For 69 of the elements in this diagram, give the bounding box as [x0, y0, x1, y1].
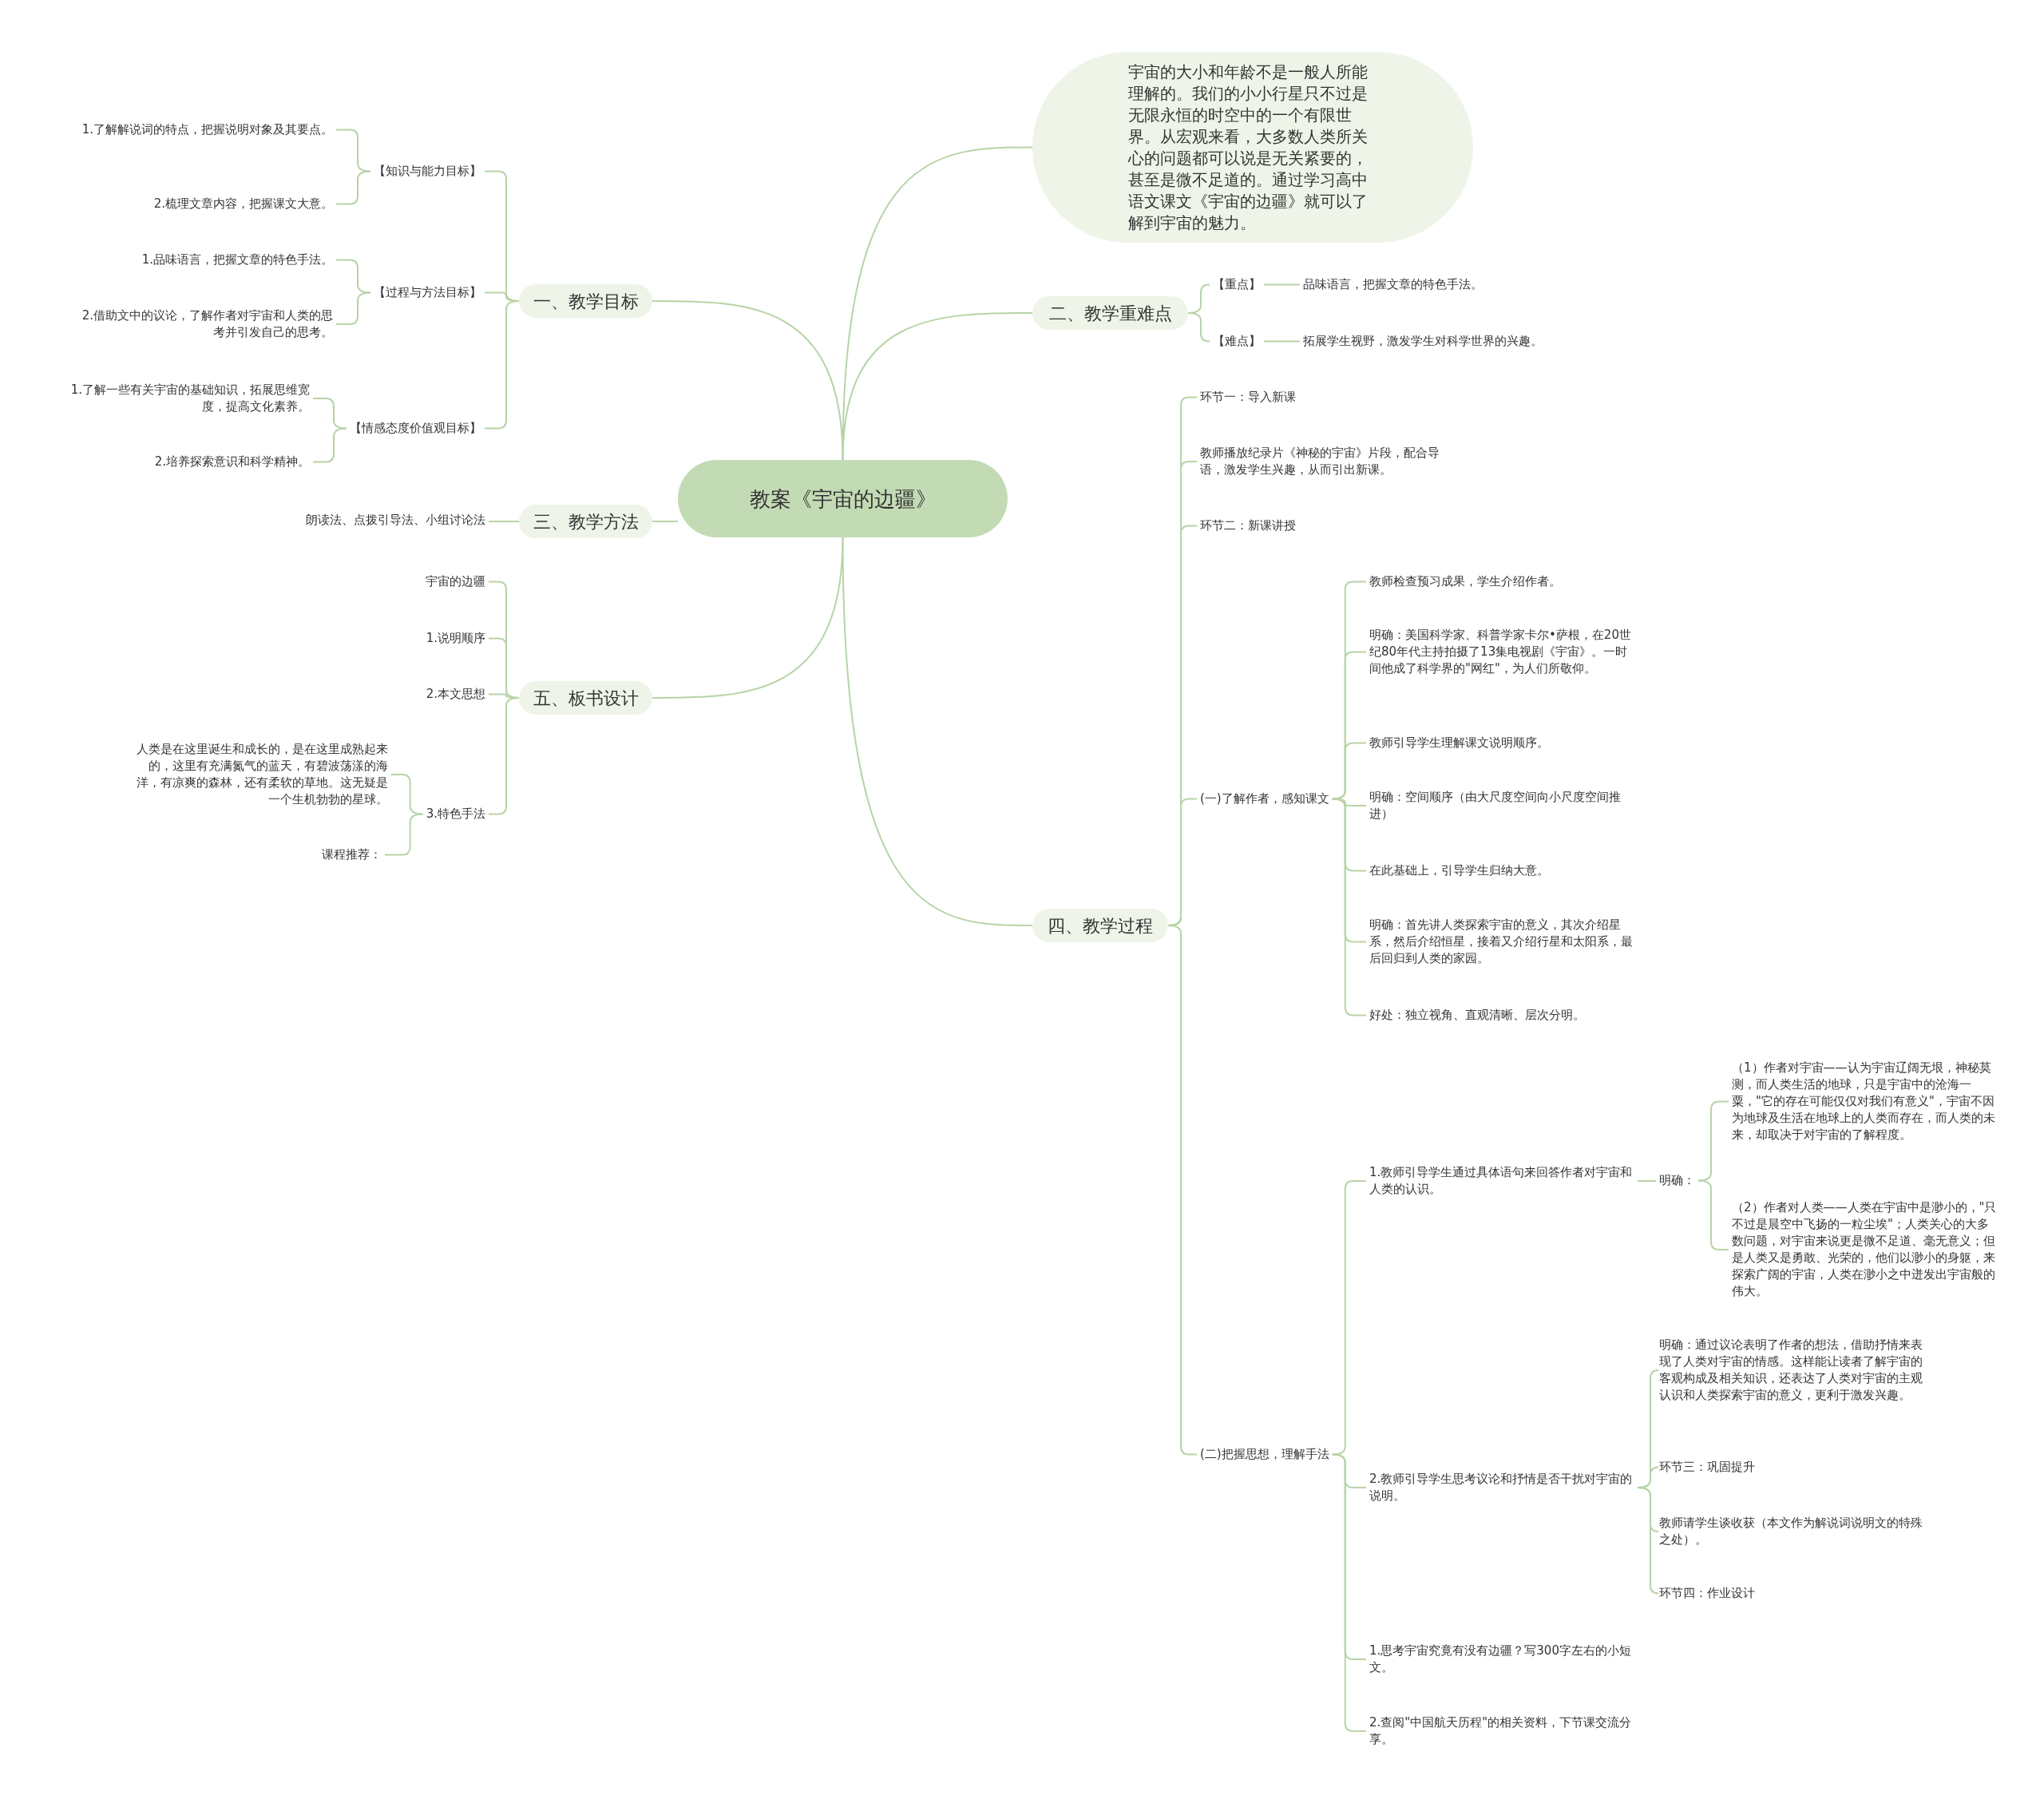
node-text: 品味语言，把握文章的特色手法。 — [1300, 276, 1486, 293]
node-text: 2.借助文中的议论，了解作者对宇宙和人类的思考并引发自己的思考。 — [73, 307, 336, 341]
connector-line — [312, 427, 347, 463]
connector-line — [842, 312, 1033, 461]
node-text: （2）作者对人类——人类在宇宙中是渺小的，"只不过是晨空中飞扬的一粒尘埃"；人类关心的大多数问题，对宇宙来说更是微不足道、毫无意义；但是人类又是勇敢、光荣的，他们以渺小的身躯，来探索广阔的宇宙，人类在渺小之中迸发出宇宙般的伟大。 — [1729, 1199, 2000, 1300]
connector-line — [842, 537, 1033, 926]
node-text: 1.了解一些有关宇宙的基础知识，拓展思维宽度，提高文化素养。 — [50, 382, 313, 415]
connector-line — [842, 146, 1033, 461]
node-text: 明确： — [1656, 1172, 1698, 1189]
connector-line — [384, 813, 424, 856]
node-text: 环节一：导入新课 — [1197, 389, 1299, 406]
connector-line — [312, 398, 347, 430]
node-text: 3.特色手法 — [422, 806, 489, 822]
connector-line — [1263, 283, 1301, 286]
node-text: 环节四：作业设计 — [1656, 1585, 1758, 1602]
node-text: 2.教师引导学生思考议论和抒情是否干扰对宇宙的说明。 — [1366, 1471, 1638, 1504]
node-text: 课程推荐： — [319, 846, 385, 863]
connector-line — [335, 291, 371, 325]
connector-line — [1263, 340, 1301, 343]
connector-line — [335, 170, 371, 205]
node-text: 【过程与方法目标】 — [370, 284, 485, 301]
node-text: 2.本文思想 — [422, 686, 489, 703]
topic-pill: 四、教学过程 — [1032, 909, 1168, 942]
node-text: 1.品味语言，把握文章的特色手法。 — [138, 252, 336, 268]
topic-pill: 五、板书设计 — [519, 681, 652, 715]
node-text: 1.了解解说词的特点，把握说明对象及其要点。 — [78, 121, 336, 138]
connector-line — [1187, 312, 1210, 343]
node-text: 在此基础上，引导学生归纳大意。 — [1366, 862, 1552, 879]
node-text: 人类是在这里诞生和成长的，是在这里成熟起来的，这里有充满氮气的蓝天，有碧波荡漾的海洋，有凉爽的森林，还有柔软的草地。这无疑是一个生机勃勃的星球。 — [128, 741, 391, 808]
node-text: 拓展学生视野，激发学生对科学世界的兴趣。 — [1300, 333, 1546, 350]
node-text: 教师引导学生理解课文说明顺序。 — [1366, 735, 1552, 751]
node-text: 1.思考宇宙究竟有没有边疆？写300字左右的小短文。 — [1366, 1643, 1638, 1676]
topic-pill: 二、教学重难点 — [1032, 296, 1188, 330]
node-text: 1.说明顺序 — [422, 630, 489, 647]
node-text: (二)把握思想，理解手法 — [1197, 1446, 1333, 1463]
connector-line — [1637, 1487, 1659, 1595]
node-text: 教师播放纪录片《神秘的宇宙》片段，配合导语，激发学生兴趣，从而引出新课。 — [1197, 445, 1460, 478]
node-text: 明确：通过议论表明了作者的想法，借助抒情来表现了人类对宇宙的情感。这样能让读者了解宇宙的客观构成及相关知识，还表达了人类对宇宙的主观认识和人类探索宇宙的意义，更利于激发兴趣。 — [1656, 1337, 1927, 1404]
node-text: 明确：首先讲人类探索宇宙的意义，其次介绍星系，然后介绍恒星，接着又介绍行星和太阳系，最后回归到人类的家园。 — [1366, 917, 1638, 967]
node-text: 环节二：新课讲授 — [1197, 517, 1299, 534]
node-text: 教师请学生谈收获（本文作为解说词说明文的特殊之处）。 — [1656, 1515, 1927, 1548]
connector-line — [652, 521, 679, 522]
node-text: 【重点】 — [1210, 276, 1264, 293]
connector-line — [1331, 742, 1367, 800]
node-text: 朗读法、点拨引导法、小组讨论法 — [303, 512, 489, 529]
node-text: 好处：独立视角、直观清晰、层次分明。 — [1366, 1007, 1588, 1024]
node-text: 1.教师引导学生通过具体语句来回答作者对宇宙和人类的认识。 — [1366, 1164, 1638, 1198]
connector-line — [1637, 1180, 1657, 1182]
node-text: (一)了解作者，感知课文 — [1197, 791, 1333, 807]
connector-line — [335, 259, 371, 294]
connector-line — [652, 537, 844, 699]
central-topic: 教案《宇宙的边疆》 — [678, 460, 1008, 537]
topic-pill: 一、教学目标 — [519, 284, 652, 318]
node-text: 宇宙的边疆 — [422, 573, 489, 590]
connector-line — [1167, 925, 1198, 1456]
node-text: 【知识与能力目标】 — [370, 163, 485, 180]
node-text: 环节三：巩固提升 — [1656, 1459, 1758, 1476]
connector-line — [488, 521, 520, 522]
node-text: 【难点】 — [1210, 333, 1264, 350]
node-text: 2.梳理文章内容，把握课文大意。 — [150, 196, 336, 212]
topic-pill: 三、教学方法 — [519, 505, 652, 538]
summary-bubble: 宇宙的大小和年龄不是一般人所能理解的。我们的小小行星只不过是无限永恒的时空中的一个有限世界。从宏观来看，大多数人类所关心的问题都可以说是无关紧要的，甚至是微不足道的。通过学习高中语文课文《宇宙的边疆》就可以了解到宇宙的魅力。 — [1032, 52, 1473, 243]
node-text: 【情感态度价值观目标】 — [347, 420, 485, 437]
node-text: 2.查阅"中国航天历程"的相关资料，下节课交流分享。 — [1366, 1714, 1638, 1748]
node-text: 明确：空间顺序（由大尺度空间向小尺度空间推进） — [1366, 789, 1638, 822]
node-text: （1）作者对宇宙——认为宇宙辽阔无垠，神秘莫测，而人类生活的地球，只是宇宙中的沧海一粟，"它的存在可能仅仅对我们有意义"，宇宙不因为地球及生活在地球上的人类而存在，而人类的未来，却取决于对宇宙的了解程度。 — [1729, 1060, 2000, 1143]
node-text: 2.培养探索意识和科学精神。 — [151, 454, 313, 470]
node-text: 明确：美国科学家、科普学家卡尔•萨根，在20世纪80年代主持拍摄了13集电视剧《宇宙》。一时间他成了科学界的"网红"，为人们所敬仰。 — [1366, 627, 1638, 677]
node-text: 教师检查预习成果，学生介绍作者。 — [1366, 573, 1564, 590]
